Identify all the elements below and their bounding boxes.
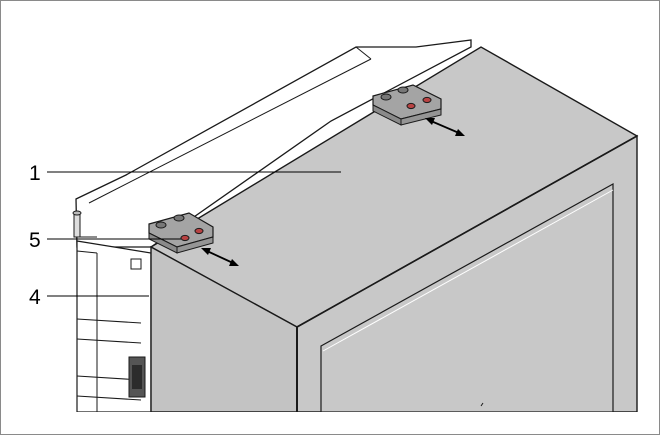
hinge-top: [372, 84, 442, 126]
adjust-arrow-top: [425, 118, 465, 136]
standoff-pin: [73, 212, 81, 238]
housing-edge: [355, 46, 372, 60]
screw-red: [194, 227, 204, 235]
front-window: [320, 182, 614, 412]
cover-left-face: [150, 245, 298, 412]
callout-5: 5: [29, 229, 41, 252]
screw-red: [422, 96, 432, 104]
device-drawing: [72, 39, 639, 412]
screw-red: [406, 102, 416, 110]
callout-1: 1: [29, 162, 41, 185]
adjust-arrow-lower: [201, 248, 239, 266]
callout-4: 4: [29, 286, 41, 309]
housing-edge: [88, 58, 372, 204]
screw-red: [180, 234, 190, 242]
side-bracket: [130, 258, 142, 270]
